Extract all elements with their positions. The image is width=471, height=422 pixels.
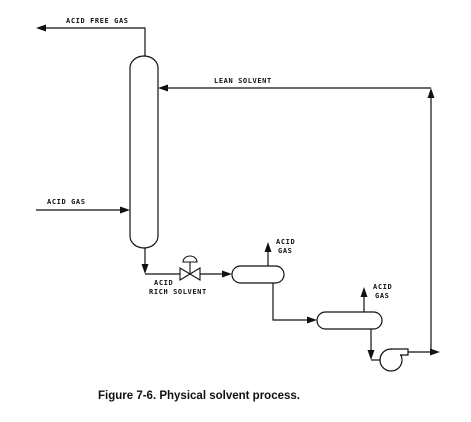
transfer-arrow-icon <box>307 316 317 324</box>
flash-drum-1-vent-arrow-icon <box>264 242 272 252</box>
pump-icon <box>379 348 409 372</box>
flash-drum-2-acid-label: ACID <box>373 283 392 291</box>
pump-suction-line <box>367 329 380 361</box>
flash-drum-1-gas-label: GAS <box>278 247 292 255</box>
acid-free-gas-label: ACID FREE GAS <box>66 17 129 25</box>
rich-solvent-down-arrow-icon <box>141 264 149 274</box>
acid-rich-solvent-label-line1: ACID <box>154 279 173 287</box>
rich-solvent-line <box>141 248 232 278</box>
lean-solvent-line <box>158 84 431 92</box>
flash-drum-2-acid-gas-vent <box>360 287 368 312</box>
flash-drum-1 <box>231 265 285 284</box>
recycle-up-arrow-icon <box>427 88 435 98</box>
figure-caption: Figure 7-6. Physical solvent process. <box>98 390 300 402</box>
pump-discharge-arrow-icon <box>430 348 440 356</box>
flash-drum-1-acid-label: ACID <box>276 238 295 246</box>
acid-free-gas-arrow-icon <box>36 24 46 32</box>
flash-drum-2-gas-label: GAS <box>375 292 389 300</box>
lean-solvent-arrow-icon <box>158 84 168 92</box>
control-valve-icon <box>179 255 201 281</box>
acid-gas-feed-label: ACID GAS <box>47 198 86 206</box>
acid-gas-feed-line <box>36 206 130 214</box>
acid-gas-feed-arrow-icon <box>120 206 130 214</box>
flash-drum-1-acid-gas-vent <box>264 242 272 266</box>
flash-drum-2-vent-arrow-icon <box>360 287 368 297</box>
absorber-column <box>129 55 159 249</box>
acid-rich-solvent-label-line2: RICH SOLVENT <box>149 288 207 296</box>
flash-drum-2 <box>316 311 383 330</box>
pump-suction-arrow-icon <box>367 350 375 360</box>
flash-drum-transfer-line <box>272 283 317 324</box>
rich-solvent-arrow-icon <box>222 270 232 278</box>
pump-discharge-line <box>408 88 440 356</box>
lean-solvent-label: LEAN SOLVENT <box>214 77 272 85</box>
acid-free-gas-line <box>36 24 146 56</box>
